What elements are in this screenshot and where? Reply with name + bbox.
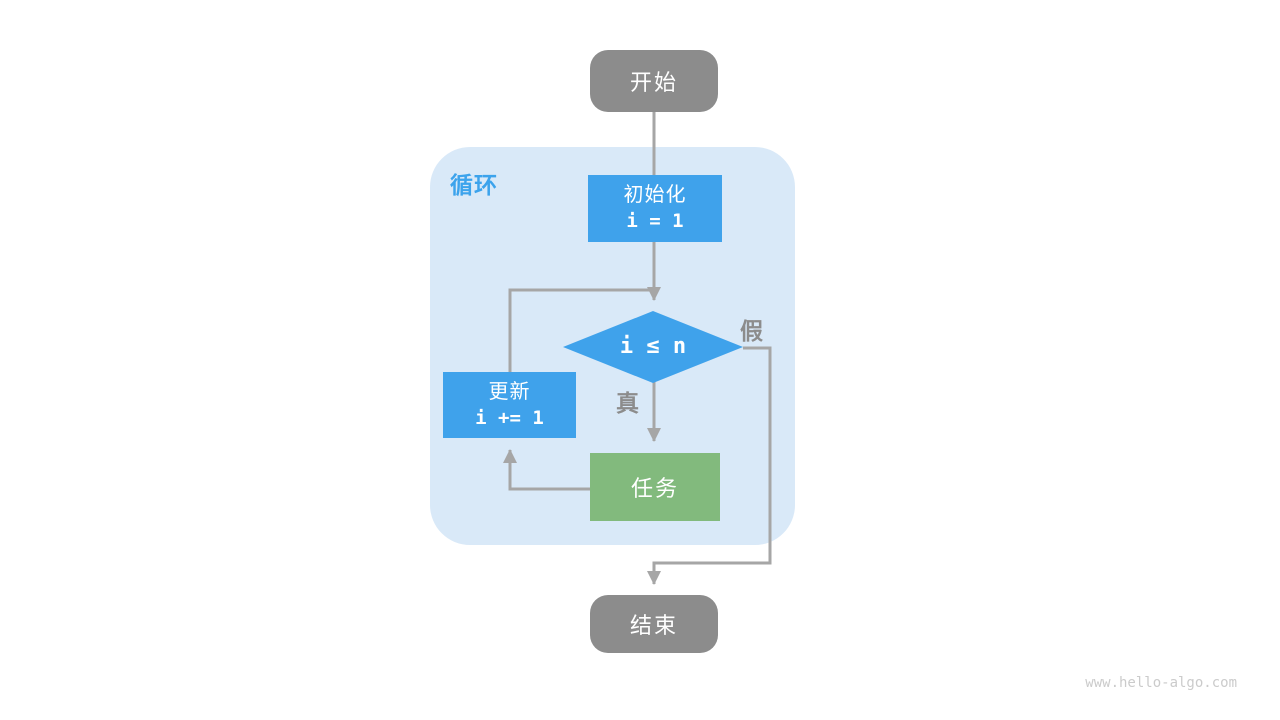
edge-task-to-update — [503, 449, 590, 491]
end-node: 结束 — [590, 595, 718, 653]
edge-update-to-condition-merge — [508, 288, 652, 372]
init-node: 初始化 i = 1 — [588, 175, 722, 242]
end-node-label: 结束 — [629, 613, 678, 638]
task-node-label: 任务 — [630, 476, 679, 501]
init-node-title: 初始化 — [623, 184, 687, 207]
update-node-title: 更新 — [488, 380, 531, 403]
edge-condition-false-to-end — [647, 346, 772, 585]
condition-node-code: i ≤ n — [619, 333, 687, 359]
edge-label-true: 真 — [616, 390, 639, 416]
edge-label-false: 假 — [740, 318, 763, 344]
watermark: www.hello-algo.com — [1085, 675, 1237, 691]
start-node-label: 开始 — [629, 70, 678, 95]
update-node: 更新 i += 1 — [443, 372, 576, 438]
task-node: 任务 — [590, 453, 720, 521]
update-node-code: i += 1 — [475, 406, 544, 429]
start-node: 开始 — [590, 50, 718, 112]
loop-label: 循环 — [450, 172, 498, 198]
init-node-code: i = 1 — [626, 210, 684, 233]
